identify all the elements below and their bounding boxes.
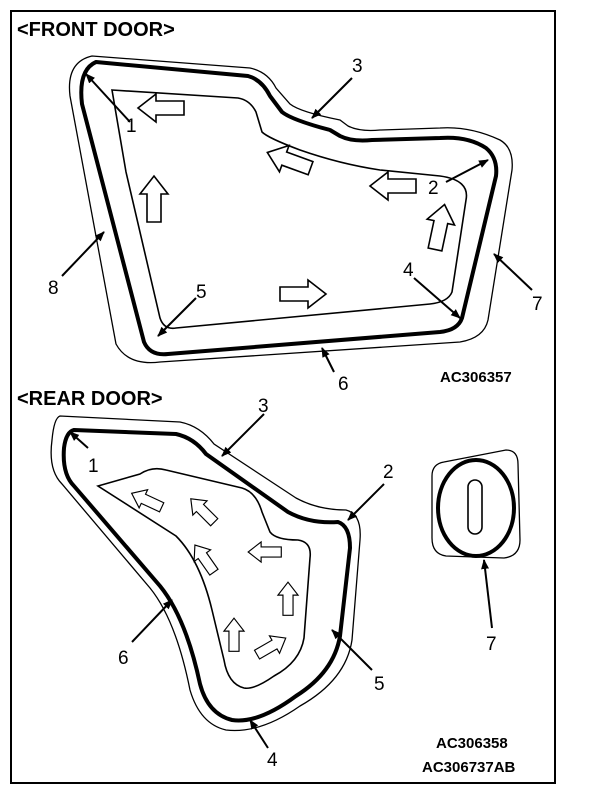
rear-label-7: 7 xyxy=(486,634,497,655)
rear-figure-code: AC306358 xyxy=(436,735,508,752)
grommet-outline xyxy=(431,449,521,559)
front-arrow-1 xyxy=(136,92,185,124)
front-leader-8 xyxy=(61,231,105,277)
rear-door-inner-panel xyxy=(96,467,312,690)
front-label-7: 7 xyxy=(532,294,543,315)
rear-leader-7 xyxy=(481,559,493,629)
figure-frame xyxy=(10,10,556,784)
front-door-panel-outline xyxy=(68,55,513,364)
front-label-6: 6 xyxy=(338,374,349,395)
front-arrow-2 xyxy=(266,144,314,176)
front-leader-1 xyxy=(85,73,131,123)
rear-label-5: 5 xyxy=(374,674,385,695)
rear-label-3: 3 xyxy=(258,396,269,417)
rear-leader-5 xyxy=(331,629,373,671)
front-leader-4 xyxy=(413,277,461,319)
front-arrow-6 xyxy=(279,278,328,310)
front-label-3: 3 xyxy=(352,56,363,77)
rear-leader-1 xyxy=(69,431,89,449)
front-label-5: 5 xyxy=(196,282,207,303)
front-door-weatherstrip xyxy=(79,60,499,357)
rear-leader-3 xyxy=(221,413,265,457)
rear-arrow-5 xyxy=(276,581,300,616)
front-label-8: 8 xyxy=(48,278,59,299)
front-figure-code: AC306357 xyxy=(440,369,512,386)
front-arrow-5 xyxy=(425,203,456,252)
rear-arrow-3 xyxy=(247,540,282,564)
front-arrow-4 xyxy=(138,174,170,223)
rear-arrow-1 xyxy=(130,488,165,513)
rear-arrow-7 xyxy=(253,635,287,660)
rear-arrow-2 xyxy=(190,498,219,527)
rear-label-4: 4 xyxy=(267,750,278,771)
front-label-1: 1 xyxy=(126,116,137,137)
front-label-4: 4 xyxy=(403,260,414,281)
rear-label-1: 1 xyxy=(88,456,99,477)
rear-leader-6 xyxy=(131,599,173,643)
rear-arrow-6 xyxy=(222,617,246,652)
rear-door-weatherstrip xyxy=(61,428,352,723)
front-door-title: <FRONT DOOR> xyxy=(17,19,175,41)
front-leader-7 xyxy=(493,253,533,291)
front-leader-6 xyxy=(321,347,335,373)
rear-label-2: 2 xyxy=(383,462,394,483)
grommet-slot xyxy=(467,479,483,535)
grommet-seal xyxy=(436,458,516,558)
front-label-2: 2 xyxy=(428,178,439,199)
rear-leader-4 xyxy=(249,719,269,749)
rear-figure-code-ab: AC306737AB xyxy=(422,759,516,776)
rear-leader-2 xyxy=(347,483,385,521)
front-leader-2 xyxy=(445,159,489,183)
front-door-inner-panel xyxy=(111,89,468,330)
rear-door-title: <REAR DOOR> xyxy=(17,388,163,410)
rear-door-panel-outline xyxy=(50,415,361,732)
rear-arrow-4 xyxy=(193,544,219,576)
front-leader-5 xyxy=(157,297,197,337)
front-leader-3 xyxy=(311,77,353,119)
front-arrow-3 xyxy=(368,170,417,202)
rear-label-6: 6 xyxy=(118,648,129,669)
